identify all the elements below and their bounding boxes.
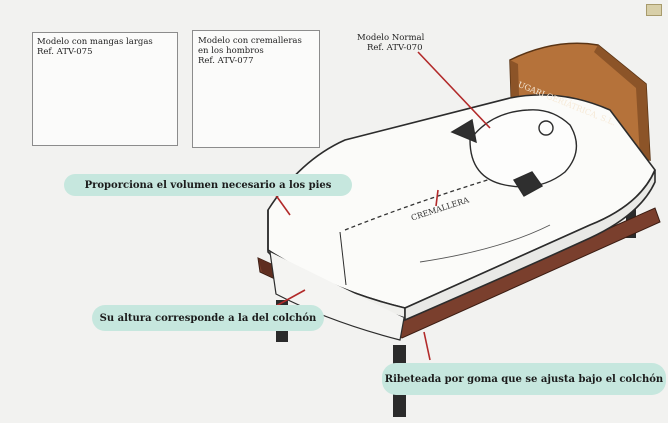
corner-thumbnail (646, 4, 662, 16)
inset-line: Ref. ATV-075 (37, 47, 93, 57)
inset-line: Modelo con mangas largas (37, 37, 153, 47)
inset-line: Modelo con cremalleras (198, 36, 302, 46)
callout-height: Su altura corresponde a la del colchón (92, 305, 324, 331)
normal-model-line: Modelo Normal (357, 33, 425, 43)
inset-line: en los hombros (198, 46, 264, 56)
inset-label: Modelo con mangas largas Ref. ATV-075 (37, 37, 153, 57)
normal-model-label: Modelo Normal Ref. ATV-070 (357, 33, 424, 53)
normal-model-line: Ref. ATV-070 (367, 43, 423, 53)
callout-elastic-edge: Ribeteada por goma que se ajusta bajo el… (382, 363, 666, 395)
fold-curve (419, 224, 551, 263)
inset-line: Ref. ATV-077 (198, 56, 254, 66)
callout-feet-volume: Proporciona el volumen necesario a los p… (64, 174, 352, 196)
inset-shoulder-zippers: Modelo con cremalleras en los hombros Re… (192, 30, 320, 148)
garment-normal (450, 109, 578, 197)
zipper-line (344, 157, 561, 231)
inset-label: Modelo con cremalleras en los hombros Re… (198, 36, 302, 66)
inset-long-sleeves: Modelo con mangas largas Ref. ATV-075 (32, 32, 178, 146)
